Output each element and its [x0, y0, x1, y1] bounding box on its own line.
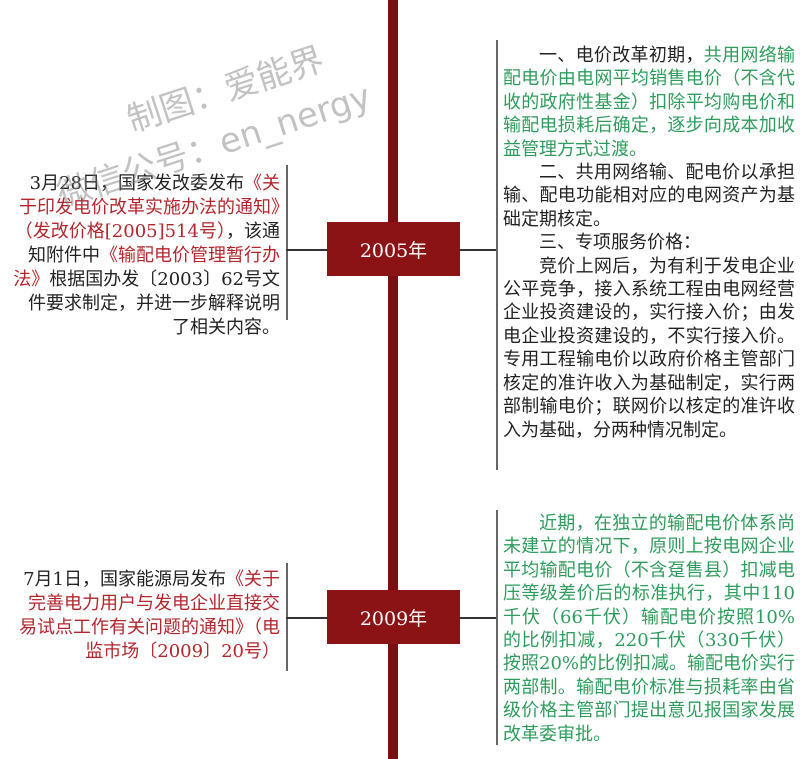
bracket-left-2005	[286, 165, 288, 320]
event-2005-details: 一、电价改革初期，共用网络输配电价由电网平均销售电价（不含代收的政府性基金）扣除…	[503, 44, 795, 442]
event-2009-summary: 7月1日，国家能源局发布《关于完善电力用户与发电企业直接交易试点工作有关问题的通…	[12, 568, 280, 664]
connector-left-2005	[286, 249, 327, 251]
connector-right-2005	[460, 249, 498, 251]
connector-left-2009	[286, 617, 327, 619]
detail-paragraph-1: 近期，在独立的输配电价体系尚未建立的情况下，原则上按电网企业平均输配电价（不含趸…	[503, 513, 796, 745]
document-title: 《关于印发电价改革实施办法的通知》（发改价格[2005]514号）	[14, 173, 280, 242]
event-text: 3月28日，国家发改委发布	[29, 173, 244, 194]
event-2009-details: 近期，在独立的输配电价体系尚未建立的情况下，原则上按电网企业平均输配电价（不含趸…	[503, 512, 795, 746]
watermark-line-1: 制图：爱能界	[122, 39, 329, 141]
event-text: ，该通知附件中	[28, 221, 280, 266]
event-text: 7月1日，国家能源局发布	[23, 569, 226, 590]
detail-text: 一、电价改革初期，	[539, 45, 704, 66]
detail-paragraph-2: 二、共用网络输、配电价以承担输、配电功能相对应的电网资产为基础定期核定。	[503, 162, 795, 230]
bracket-right-2009	[496, 510, 498, 745]
timeline-spine	[388, 0, 398, 759]
bracket-right-2005	[496, 40, 498, 470]
document-title: 《输配电价管理暂行办法》	[13, 245, 280, 290]
year-marker-2009: 2009年	[327, 590, 460, 644]
document-title: 《关于完善电力用户与发电企业直接交易试点工作有关问题的通知》（电监市场〔2009…	[19, 569, 280, 662]
year-marker-2005: 2005年	[327, 222, 460, 276]
event-2005-summary: 3月28日，国家发改委发布《关于印发电价改革实施办法的通知》（发改价格[2005…	[12, 172, 280, 340]
detail-highlight: 共用网络输配电价由电网平均销售电价（不含代收的政府性基金）扣除平均购电价和输配电…	[503, 45, 796, 160]
connector-right-2009	[460, 617, 498, 619]
event-text: 根据国办发〔2003〕62号文件要求制定，并进一步解释说明了相关内容。	[28, 269, 280, 338]
detail-paragraph-1: 一、电价改革初期，共用网络输配电价由电网平均销售电价（不含代收的政府性基金）扣除…	[503, 44, 795, 161]
detail-paragraph-3: 三、专项服务价格：	[539, 232, 701, 254]
detail-paragraph-4: 竞价上网后，为有利于发电企业公平竞争，接入系统工程由电网经营企业投资建设的，实行…	[503, 255, 795, 441]
